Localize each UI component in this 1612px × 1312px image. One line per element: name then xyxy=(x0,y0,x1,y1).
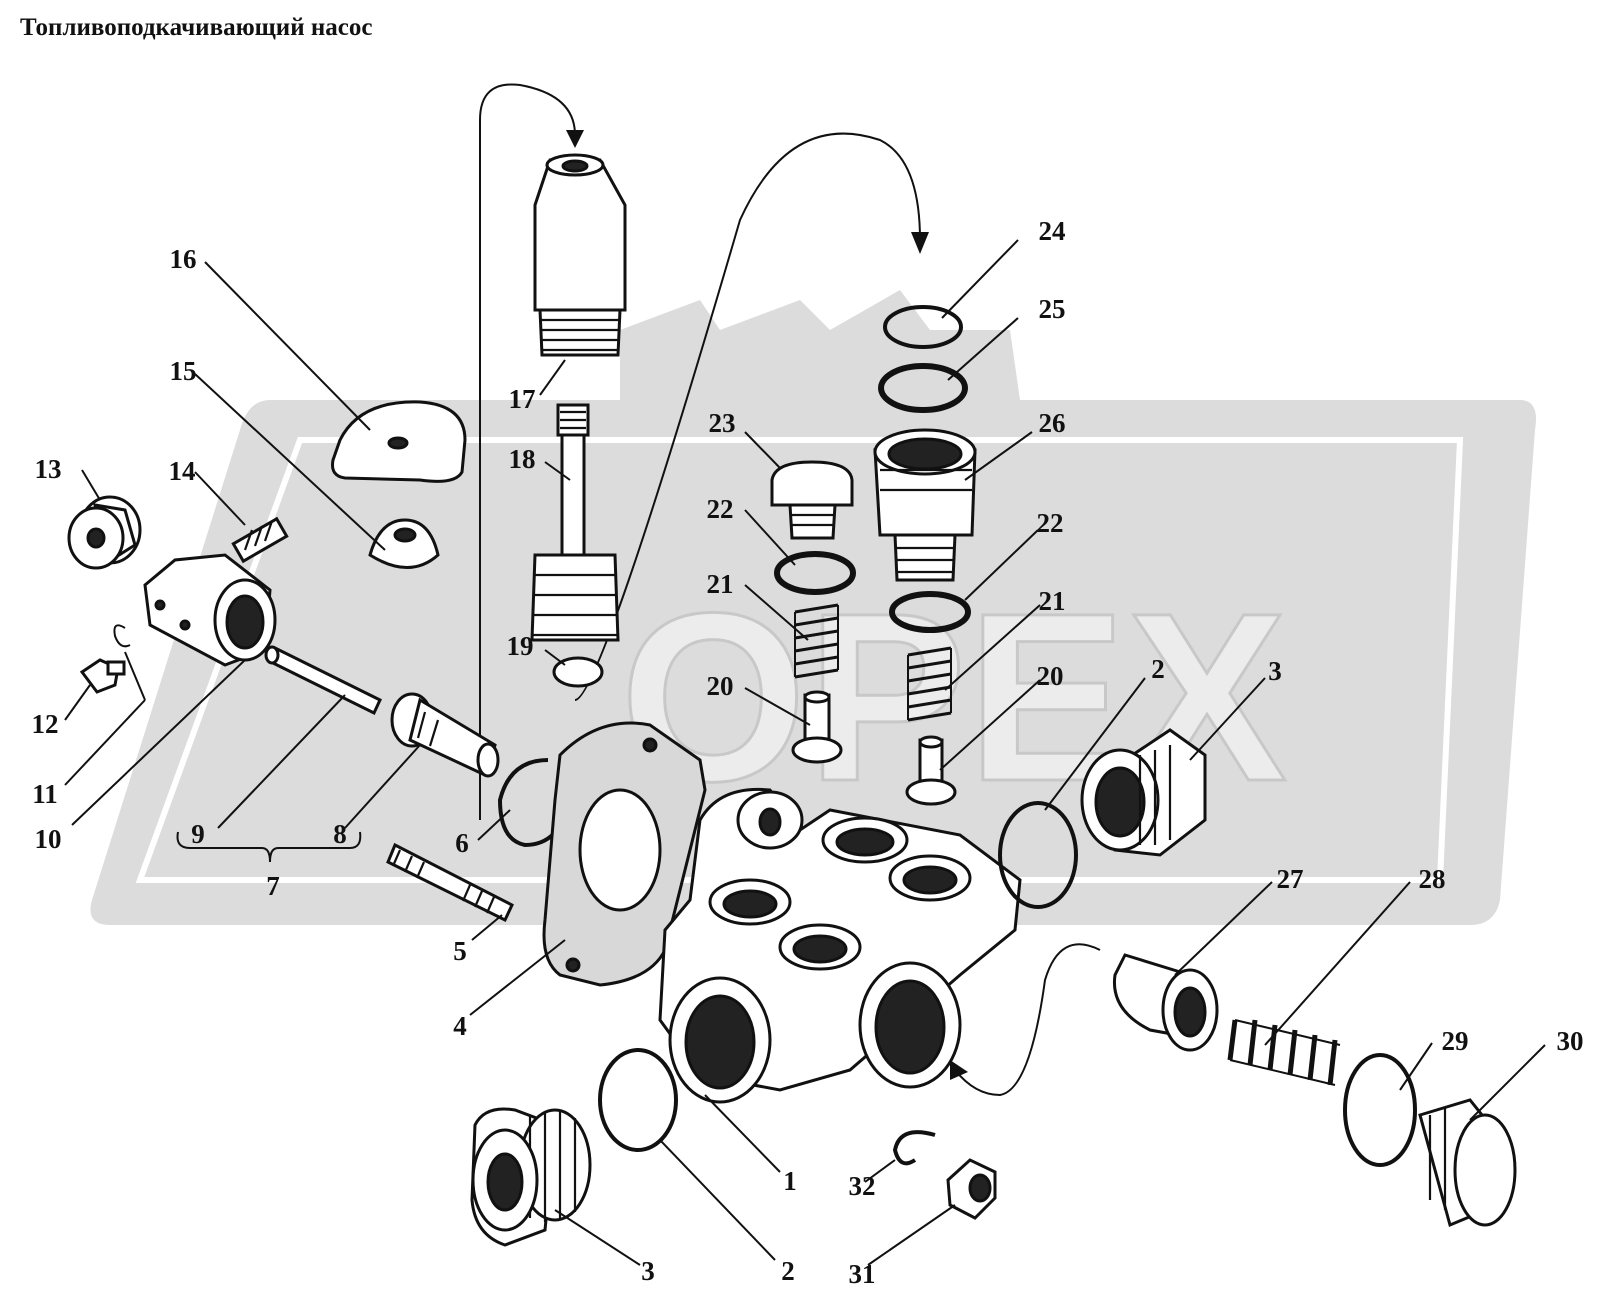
callout-28: 28 xyxy=(1419,864,1446,894)
callout-5: 5 xyxy=(453,936,467,966)
part-29-ring xyxy=(1343,1053,1417,1167)
part-20-valve-left xyxy=(791,690,843,764)
part-9-rod xyxy=(264,645,382,716)
callout-13: 13 xyxy=(35,454,62,484)
callout-19: 19 xyxy=(507,631,534,661)
part-28-spring xyxy=(1227,1019,1341,1086)
part-3-fitting-right xyxy=(1080,728,1207,857)
part-24-ring xyxy=(883,305,963,349)
part-17-cap xyxy=(533,153,627,357)
callout-27: 27 xyxy=(1277,864,1304,894)
part-22-washer-left xyxy=(774,551,856,595)
callout-25: 25 xyxy=(1039,294,1066,324)
callout-3: 3 xyxy=(641,1256,655,1286)
callout-26: 26 xyxy=(1039,408,1066,438)
callout-16: 16 xyxy=(170,244,197,274)
callout-2: 2 xyxy=(781,1256,795,1286)
part-21-spring-right xyxy=(907,646,952,722)
callout-21: 21 xyxy=(707,569,734,599)
callout-6: 6 xyxy=(455,828,469,858)
callout-7: 7 xyxy=(266,871,280,901)
callout-20: 20 xyxy=(1037,661,1064,691)
part-3-fitting-left xyxy=(470,1107,592,1247)
callout-29: 29 xyxy=(1442,1026,1469,1056)
callout-30: 30 xyxy=(1557,1026,1584,1056)
callout-18: 18 xyxy=(509,444,536,474)
part-5-stud xyxy=(386,842,514,923)
callout-12: 12 xyxy=(32,709,59,739)
part-31-nut xyxy=(946,1158,997,1220)
callout-9: 9 xyxy=(191,819,205,849)
part-27-sleeve xyxy=(1112,953,1219,1052)
part-20-valve-right xyxy=(905,735,957,806)
part-1-pump-body xyxy=(658,787,1022,1104)
callout-10: 10 xyxy=(35,824,62,854)
callout-1: 1 xyxy=(783,1166,797,1196)
part-11-ring xyxy=(113,624,131,648)
part-12-bolt xyxy=(79,658,126,694)
callout-11: 11 xyxy=(32,779,58,809)
part-18-plunger xyxy=(530,403,620,642)
callout-17: 17 xyxy=(509,384,536,414)
callout-21: 21 xyxy=(1039,586,1066,616)
part-2-ring-right xyxy=(998,801,1078,909)
part-4-gasket xyxy=(542,721,707,987)
part-21-spring-left xyxy=(794,603,839,679)
part-13-roller xyxy=(67,495,142,570)
part-25-washer xyxy=(878,363,968,413)
callout-23: 23 xyxy=(709,408,736,438)
callout-31: 31 xyxy=(849,1259,876,1289)
part-23-plug xyxy=(770,460,854,540)
callout-15: 15 xyxy=(170,356,197,386)
leader-lines xyxy=(64,239,1546,1266)
part-30-plug xyxy=(1418,1098,1517,1228)
part-32-washer xyxy=(892,1130,936,1166)
part-26-nut xyxy=(873,428,977,582)
page-title: Топливоподкачивающий насос xyxy=(20,14,373,41)
callout-22: 22 xyxy=(707,494,734,524)
callout-8: 8 xyxy=(333,819,347,849)
part-15-cup xyxy=(368,518,440,569)
part-10-pusher xyxy=(143,553,277,667)
part-14-pin xyxy=(231,516,289,564)
callout-22: 22 xyxy=(1037,508,1064,538)
callout-24: 24 xyxy=(1039,216,1066,246)
part-22-washer-right xyxy=(889,591,971,633)
part-2-ring-left xyxy=(598,1048,678,1152)
callout-3: 3 xyxy=(1268,656,1282,686)
callout-4: 4 xyxy=(453,1011,467,1041)
part-16-plate xyxy=(331,400,467,483)
part-8-guide xyxy=(390,692,500,778)
callout-20: 20 xyxy=(707,671,734,701)
callout-32: 32 xyxy=(849,1171,876,1201)
part-19-ring xyxy=(552,656,604,688)
callout-14: 14 xyxy=(169,456,196,486)
callout-2: 2 xyxy=(1151,654,1165,684)
callout-labels: 1 2 2 3 3 4 5 6 7 8 9 10 11 12 13 14 15 … xyxy=(32,216,1584,1289)
